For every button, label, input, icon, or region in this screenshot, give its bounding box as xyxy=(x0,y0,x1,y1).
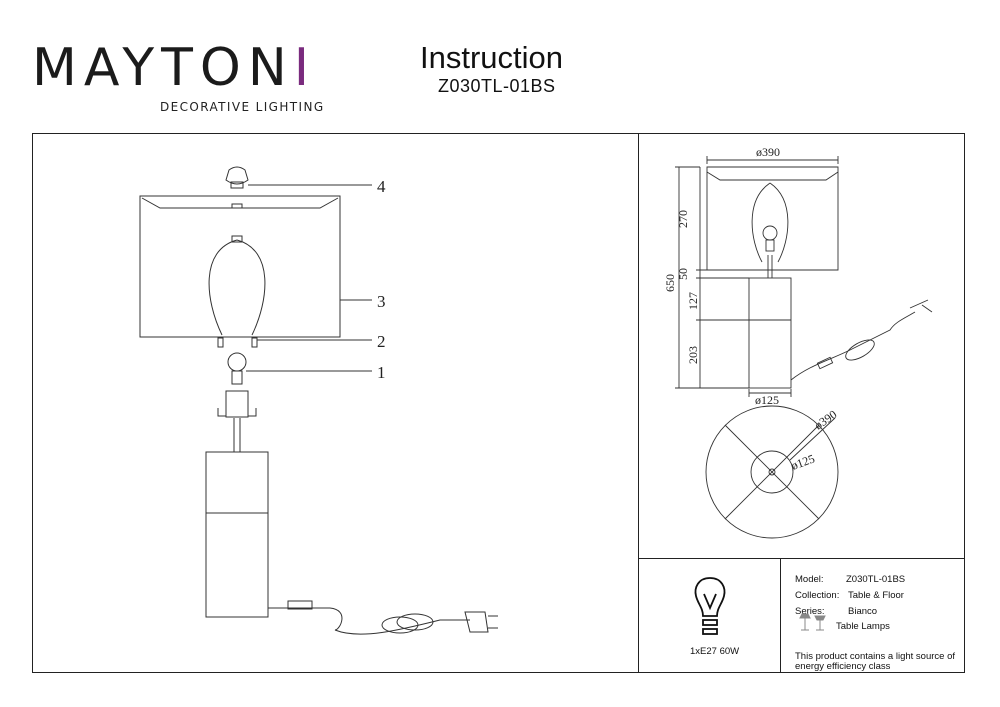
divider-info xyxy=(780,558,781,673)
part-label-1: 1 xyxy=(377,363,386,382)
dim-shade-height: 270 xyxy=(676,210,690,228)
dim-neck: 50 xyxy=(676,268,690,280)
energy-note-line1: This product contains a light source of xyxy=(795,651,956,662)
dim-base-diameter: ø125 xyxy=(755,393,779,407)
energy-note-line2: energy efficiency class xyxy=(795,661,891,672)
dim-lower-base: 203 xyxy=(686,346,700,364)
bulb-icon xyxy=(694,577,726,635)
top-view-shade xyxy=(705,405,839,539)
plug xyxy=(464,611,498,633)
brand-name: MAYTON xyxy=(32,38,294,98)
harp-part xyxy=(208,239,266,336)
divider-horizontal xyxy=(638,558,965,559)
table-lamp-icon xyxy=(799,613,826,631)
dim-upper-base: 127 xyxy=(686,292,700,310)
base-lower xyxy=(205,512,269,618)
cord xyxy=(268,607,470,635)
brand-name-accent: I xyxy=(293,38,317,98)
top-view-base xyxy=(750,450,794,494)
brand-logo: MAYTONI xyxy=(32,42,316,94)
page-title: Instruction xyxy=(420,40,564,75)
model-label: Model: xyxy=(795,574,824,585)
bulb-spec: 1xE27 60W xyxy=(690,646,740,657)
divider-vertical xyxy=(638,133,639,673)
dim-shade-diameter: ø390 xyxy=(756,145,780,159)
series-value: Bianco xyxy=(848,606,878,617)
collection-label: Collection: xyxy=(795,590,840,601)
brand-tagline: DECORATIVE LIGHTING xyxy=(160,100,325,114)
dim-total-height: 650 xyxy=(663,274,677,292)
shade-part xyxy=(139,195,341,338)
finial-base xyxy=(230,181,244,189)
side-base xyxy=(748,277,792,389)
page-model: Z030TL-01BS xyxy=(438,76,556,96)
model-value: Z030TL-01BS xyxy=(846,574,906,585)
socket-part xyxy=(225,390,249,418)
dim-top-base-diameter: ø125 xyxy=(789,451,816,472)
side-shade xyxy=(706,166,839,271)
collection-value: Table & Floor xyxy=(848,590,904,601)
drawing-frame xyxy=(32,133,965,673)
type-value: Table Lamps xyxy=(836,621,890,632)
series-label: Series: xyxy=(795,606,825,617)
part-label-3: 3 xyxy=(377,292,386,311)
part-label-2: 2 xyxy=(377,332,386,351)
part-label-4: 4 xyxy=(377,177,386,196)
